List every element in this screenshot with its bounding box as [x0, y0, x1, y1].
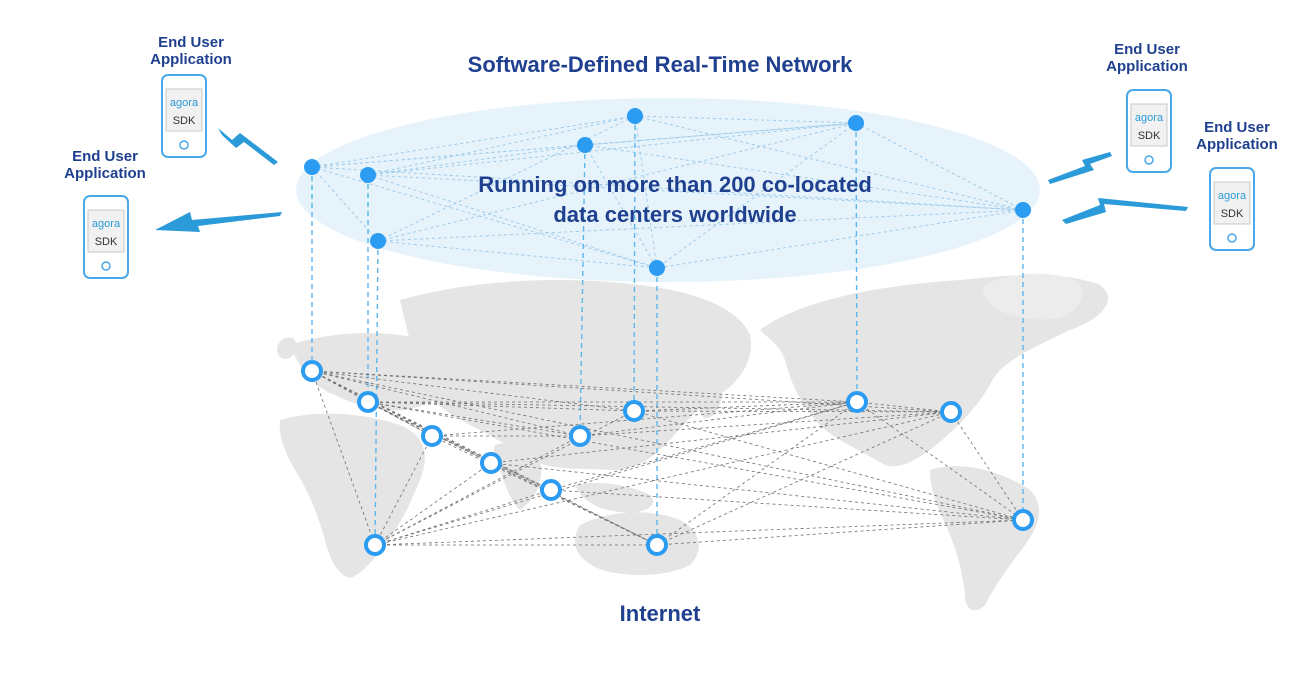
upper-node [649, 260, 665, 276]
upper-node [577, 137, 593, 153]
lightning-arrow-icon [1048, 152, 1112, 184]
upper-node [627, 108, 643, 124]
phone-device-1 [161, 74, 207, 158]
internet-node [846, 391, 868, 413]
end-user-label: End User Application [40, 148, 170, 183]
end-user-label-line-1: End User [1114, 41, 1180, 58]
phone-device-2 [83, 195, 129, 279]
internet-node [569, 425, 591, 447]
upper-node [1015, 202, 1031, 218]
end-user-label: End User Application [1172, 119, 1302, 154]
end-user-label-line-2: Application [1106, 58, 1188, 76]
lightning-arrow-icon [155, 212, 282, 232]
north-america-shape [760, 275, 1109, 467]
upper-node [370, 233, 386, 249]
internet-node [623, 400, 645, 422]
end-user-label: End User Application [126, 34, 256, 69]
sdk-label: SDK [1221, 208, 1244, 220]
internet-node [540, 479, 562, 501]
sdk-label: SDK [95, 236, 118, 248]
internet-node [480, 452, 502, 474]
end-user-label-line-1: End User [72, 148, 138, 165]
diagram-title: Software-Defined Real-Time Network [467, 52, 853, 77]
internet-node [301, 360, 323, 382]
lower-mesh-lines [311, 370, 1024, 546]
agora-logo-text: agora [1218, 190, 1247, 202]
upper-node [304, 159, 320, 175]
internet-node [364, 534, 386, 556]
end-user-label: End User Application [1082, 41, 1212, 76]
greenland-shape [983, 273, 1083, 320]
south-america-shape [930, 466, 1040, 611]
australia-shape [575, 512, 699, 576]
world-map [277, 273, 1109, 611]
sdk-label: SDK [173, 115, 196, 127]
phone-device-3 [1126, 89, 1172, 173]
upper-node [360, 167, 376, 183]
end-user-label-line-1: End User [158, 34, 224, 51]
signal-arrows [155, 128, 1188, 232]
agora-logo-text: agora [170, 97, 199, 109]
internet-node [421, 425, 443, 447]
end-user-label-line-2: Application [64, 165, 146, 183]
india-shape [493, 443, 542, 510]
end-user-label-line-2: Application [1196, 136, 1278, 154]
internet-node [940, 401, 962, 423]
vertical-connectors [311, 115, 1024, 546]
lightning-arrow-icon [1062, 198, 1188, 224]
lightning-arrow-icon [218, 128, 278, 165]
internet-nodes [301, 360, 1034, 556]
africa-shape [279, 413, 425, 578]
running-text-line-2: data centers worldwide [553, 201, 797, 227]
internet-node [357, 391, 379, 413]
end-user-label-line-2: Application [150, 51, 232, 69]
upper-nodes [304, 108, 1031, 276]
uk-shape [277, 337, 297, 359]
end-user-label-line-1: End User [1204, 119, 1270, 136]
phone-device-4 [1209, 167, 1255, 251]
japan-shape [698, 387, 722, 419]
asia-shape [400, 280, 751, 470]
running-text-line-1: Running on more than 200 co-located [478, 172, 872, 197]
internet-node [646, 534, 668, 556]
upper-node [848, 115, 864, 131]
sdk-label: SDK [1138, 130, 1161, 142]
agora-logo-text: agora [92, 218, 121, 230]
internet-node [1012, 509, 1034, 531]
agora-logo-text: agora [1135, 112, 1164, 124]
running-text: Running on more than 200 co-located data… [420, 170, 930, 229]
indonesia-shape [575, 483, 654, 513]
internet-label: Internet [619, 601, 701, 626]
